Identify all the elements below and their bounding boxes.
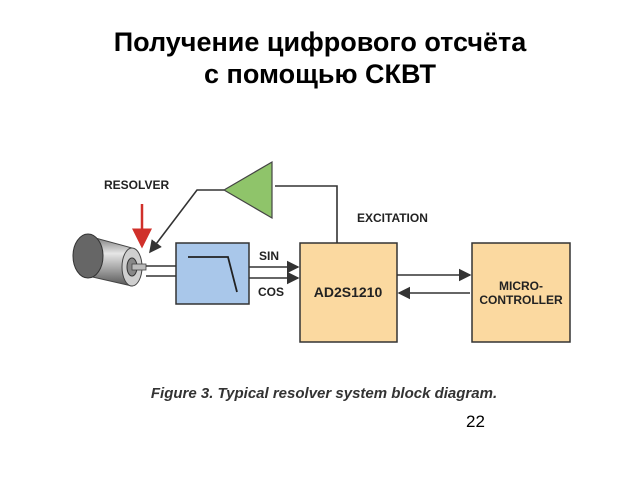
excitation-to-resolver-arrow xyxy=(149,189,224,254)
page-number: 22 xyxy=(466,412,485,431)
micro-label-line1: MICRO- xyxy=(499,279,543,293)
slide-title-line1: Получение цифрового отсчёта xyxy=(113,27,527,57)
micro-label-line2: CONTROLLER xyxy=(479,293,563,307)
resolver-label: RESOLVER xyxy=(104,178,169,192)
sin-label: SIN xyxy=(259,249,279,263)
figure-caption: Figure 3. Typical resolver system block … xyxy=(151,385,497,402)
slide-title-line2: с помощью СКВТ xyxy=(204,59,436,89)
resolver-motor-icon xyxy=(72,233,147,287)
excitation-wire xyxy=(275,185,338,243)
converter-block: AD2S1210 xyxy=(299,242,398,343)
cos-label: COS xyxy=(258,285,284,299)
microcontroller-block: MICRO- CONTROLLER xyxy=(471,242,571,343)
converter-label: AD2S1210 xyxy=(314,284,383,300)
filter-block xyxy=(175,242,250,305)
amplifier-triangle-icon xyxy=(222,160,273,220)
lowpass-response-icon xyxy=(188,256,238,293)
excitation-label: EXCITATION xyxy=(357,211,428,225)
